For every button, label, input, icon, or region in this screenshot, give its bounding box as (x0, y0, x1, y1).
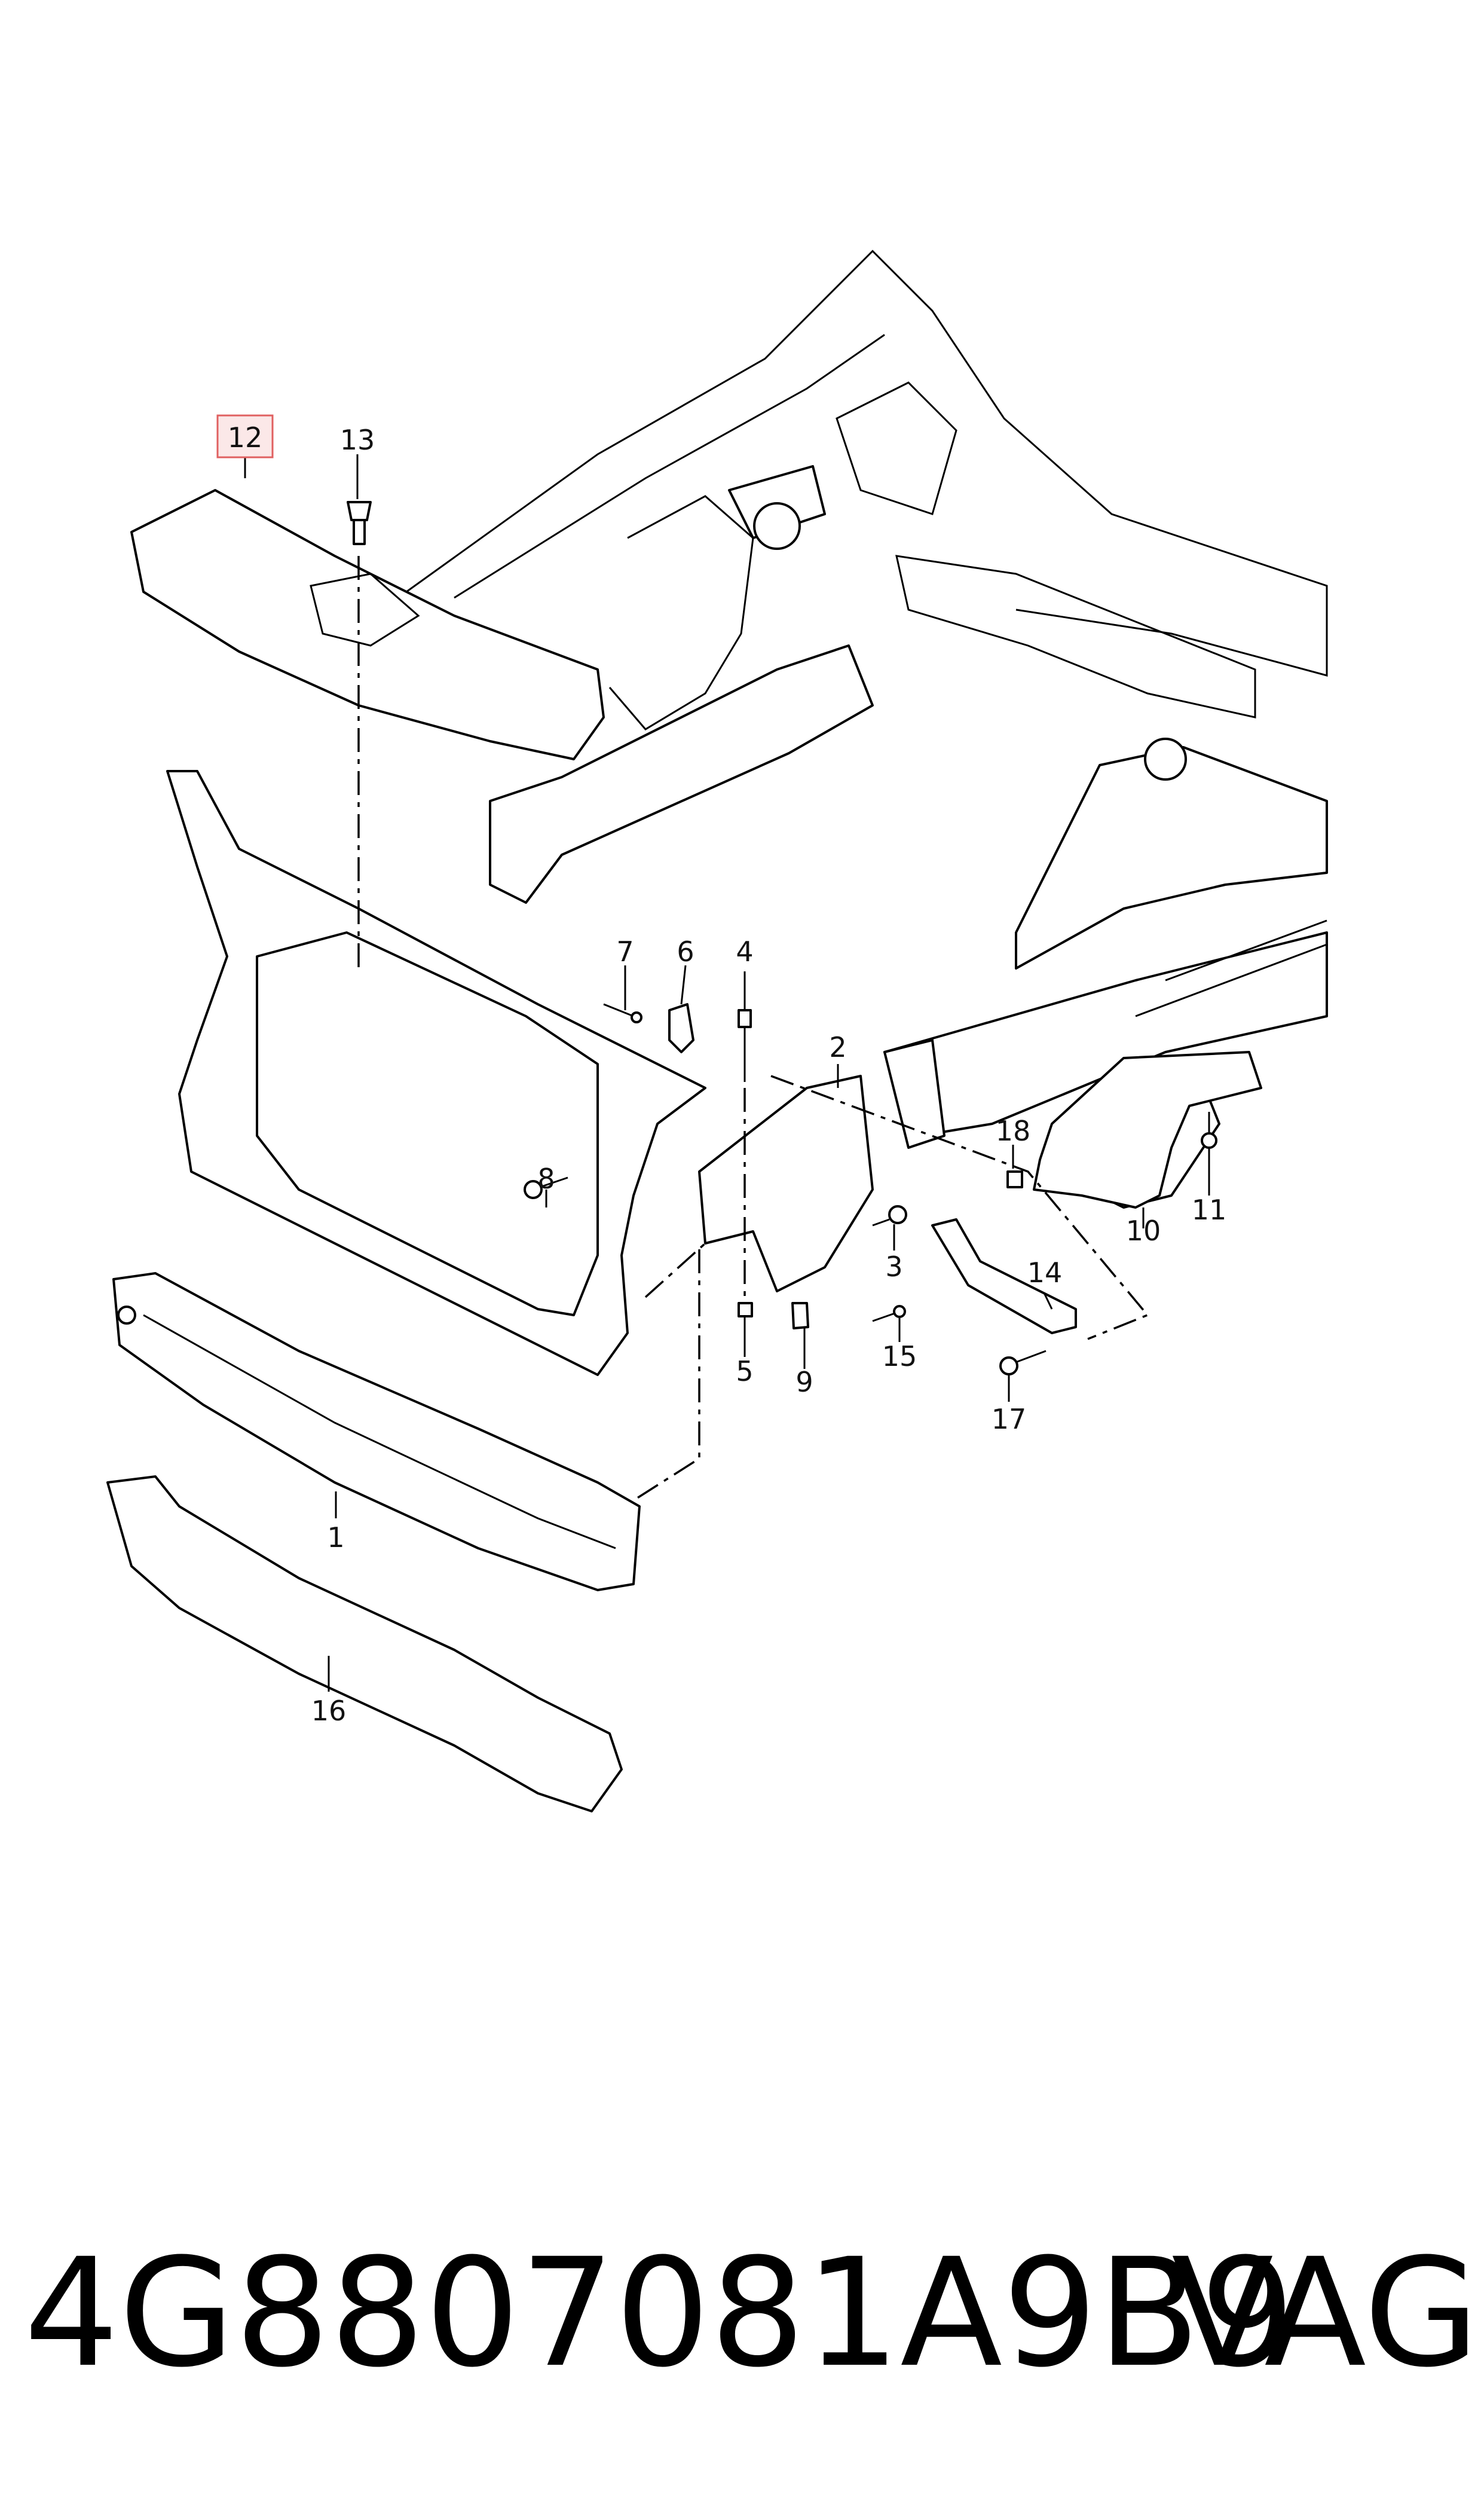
part-1-bumper-beam (112, 1272, 641, 1591)
part-15-rivet (872, 1305, 906, 1322)
leader-lines (244, 454, 1210, 1692)
callout-5: 5 (736, 1355, 753, 1387)
part-3-bolt (872, 1205, 907, 1227)
fasteners (524, 1003, 1217, 1375)
callout-16: 16 (311, 1695, 347, 1727)
callout-2: 2 (829, 1031, 846, 1063)
callout-3: 3 (885, 1251, 902, 1283)
callout-18: 18 (996, 1115, 1031, 1147)
part-5-nut (738, 1302, 753, 1317)
part-17-screw (999, 1350, 1047, 1375)
part-2-bracket (698, 1075, 874, 1292)
part-10-side-bracket (1033, 1051, 1262, 1209)
parts-diagram: 12 13 7 6 4 2 18 8 10 11 3 14 15 5 9 17 … (106, 249, 1328, 1812)
part-6-clip (668, 1003, 694, 1053)
callout-12-highlight-box (216, 414, 274, 458)
part-14-strut (931, 1218, 1077, 1334)
part-9-nut (791, 1302, 809, 1329)
assembly-lines (357, 556, 1149, 1502)
callout-6: 6 (677, 936, 694, 968)
part-13-clip (347, 501, 372, 545)
callout-13: 13 (340, 424, 375, 456)
part-12-upper-cover (130, 489, 605, 760)
caption: 4G8807081A9B9 VAG (24, 2224, 1479, 2403)
callout-17: 17 (992, 1403, 1027, 1435)
part-number: 4G8807081A9B9 (24, 2226, 1295, 2400)
part-7-screw (603, 1003, 642, 1023)
callout-8: 8 (537, 1163, 555, 1195)
callout-11: 11 (1192, 1194, 1227, 1226)
brand-name: VAG (1171, 2226, 1480, 2400)
callout-10: 10 (1126, 1215, 1161, 1247)
callout-15: 15 (882, 1340, 917, 1372)
part-4-bolt (738, 1009, 752, 1082)
part-18-clip (1006, 1170, 1023, 1188)
callout-9: 9 (795, 1366, 813, 1398)
part-16-energy-absorber (106, 1475, 623, 1812)
part-11-screw (1201, 1112, 1217, 1149)
callout-labels: 12 13 7 6 4 2 18 8 10 11 3 14 15 5 9 17 … (216, 414, 1227, 1727)
callout-4: 4 (736, 936, 753, 968)
callout-14: 14 (1027, 1257, 1063, 1289)
callout-12: 12 (228, 421, 263, 454)
callout-7: 7 (616, 936, 634, 968)
part-8-bolt (524, 1176, 568, 1199)
callout-1: 1 (327, 1521, 344, 1554)
part-lock-carrier-opening (256, 931, 599, 1316)
